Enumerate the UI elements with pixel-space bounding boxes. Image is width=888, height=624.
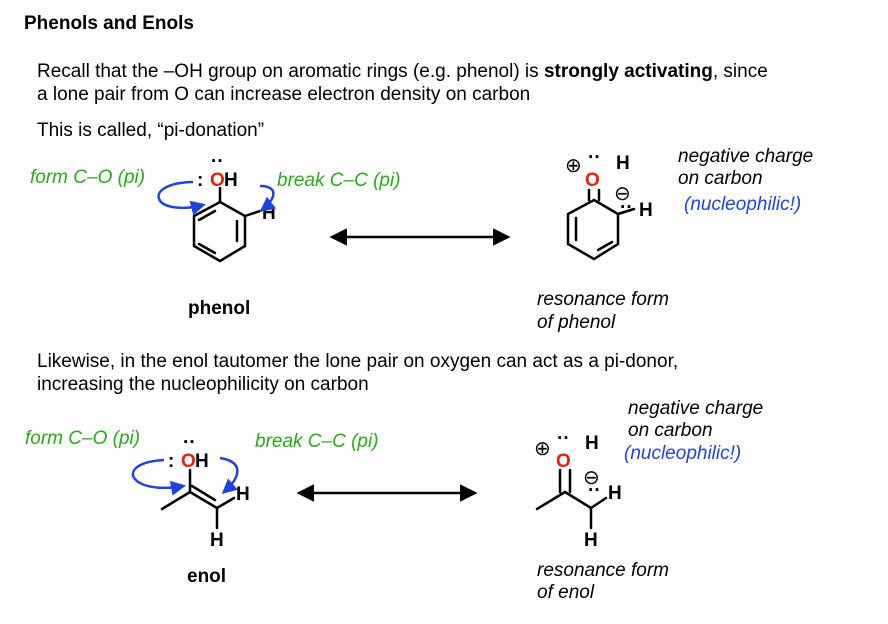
enol-res-plus-charge: ⊕ — [534, 438, 551, 460]
enol-oxygen-atom: O — [181, 451, 196, 472]
enol-note-line-2: on carbon — [628, 420, 713, 441]
phenol-resonance-label-2: of phenol — [537, 312, 616, 333]
intro-text-end: , since — [712, 61, 768, 82]
intro-bold-text: strongly activating — [543, 61, 713, 82]
phenol-form-co-label: form C–O (pi) — [30, 167, 145, 188]
enol-break-cc-label: break C–C (pi) — [255, 431, 379, 452]
phenol-res-minus-charge: ⊖ — [614, 183, 631, 205]
enol-lone-pair-left: : — [168, 451, 174, 472]
enol-res-h-right: H — [608, 483, 622, 504]
enol-note-line-1: negative charge — [628, 398, 763, 419]
enol-lone-pair-top: ·· — [183, 432, 196, 453]
enol-form-co-label: form C–O (pi) — [25, 428, 140, 449]
enol-res-h-bottom: H — [584, 530, 598, 551]
phenol-curved-arrow-break — [259, 184, 277, 212]
phenol-res-oxygen: O — [585, 170, 600, 191]
intro-text: Recall that the –OH group on aromatic ri… — [37, 61, 544, 82]
enol-name: enol — [187, 566, 226, 587]
likewise-paragraph: Likewise, in the enol tautomer the lone … — [37, 350, 678, 396]
phenol-structure — [192, 186, 262, 263]
phenol-ring-h: H — [262, 203, 276, 224]
enol-nucleophilic-note: (nucleophilic!) — [624, 443, 741, 464]
enol-structure — [160, 468, 236, 530]
likewise-line-1: Likewise, in the enol tautomer the lone … — [37, 351, 679, 372]
pi-donation-text: This is called, “pi-donation” — [37, 120, 265, 141]
enol-vinyl-h-bottom: H — [210, 530, 224, 551]
phenol-lone-pair-top: ·· — [211, 151, 224, 172]
enol-res-lone-pair: ·· — [557, 428, 570, 449]
enol-curved-arrow-break — [219, 456, 239, 494]
likewise-line-2: increasing the nucleophilicity on carbon — [37, 374, 369, 395]
enol-res-oxygen: O — [556, 451, 571, 472]
phenol-note-line-2: on carbon — [678, 168, 763, 189]
phenol-hydroxyl-h: H — [224, 170, 238, 191]
phenol-name: phenol — [188, 298, 250, 319]
phenol-res-ring-h: H — [639, 200, 653, 221]
phenol-res-carbon-pair: ·· — [620, 197, 633, 218]
enol-resonance-label-1: resonance form — [537, 560, 669, 581]
enol-resonance-label-2: of enol — [537, 582, 595, 603]
phenol-resonance-structure — [566, 188, 636, 261]
phenol-oxygen-atom: O — [210, 170, 225, 191]
enol-vinyl-h: H — [236, 484, 250, 505]
enol-res-carbon-pair: ·· — [588, 480, 601, 501]
phenol-res-lone-pair: ·· — [588, 147, 601, 168]
intro-paragraph: Recall that the –OH group on aromatic ri… — [37, 60, 768, 106]
enol-res-minus-charge: ⊖ — [583, 467, 600, 489]
phenol-res-plus-charge: ⊕ — [565, 155, 582, 177]
phenol-nucleophilic-note: (nucleophilic!) — [684, 194, 801, 215]
phenol-curved-arrow-form — [157, 180, 206, 216]
phenol-note-line-1: negative charge — [678, 146, 813, 167]
phenol-lone-pair-left: : — [197, 170, 203, 191]
enol-hydroxyl-h: H — [195, 451, 209, 472]
phenol-res-hydroxyl-h: H — [616, 153, 630, 174]
intro-line-1: Recall that the –OH group on aromatic ri… — [37, 60, 768, 83]
enol-curved-arrow-form — [131, 458, 186, 496]
page-title: Phenols and Enols — [24, 13, 194, 34]
phenol-resonance-label-1: resonance form — [537, 289, 669, 310]
enol-resonance-structure — [535, 468, 608, 530]
enol-res-hydroxyl-h: H — [585, 433, 599, 454]
phenol-break-cc-label: break C–C (pi) — [277, 170, 401, 191]
intro-line-2: a lone pair from O can increase electron… — [37, 84, 531, 105]
